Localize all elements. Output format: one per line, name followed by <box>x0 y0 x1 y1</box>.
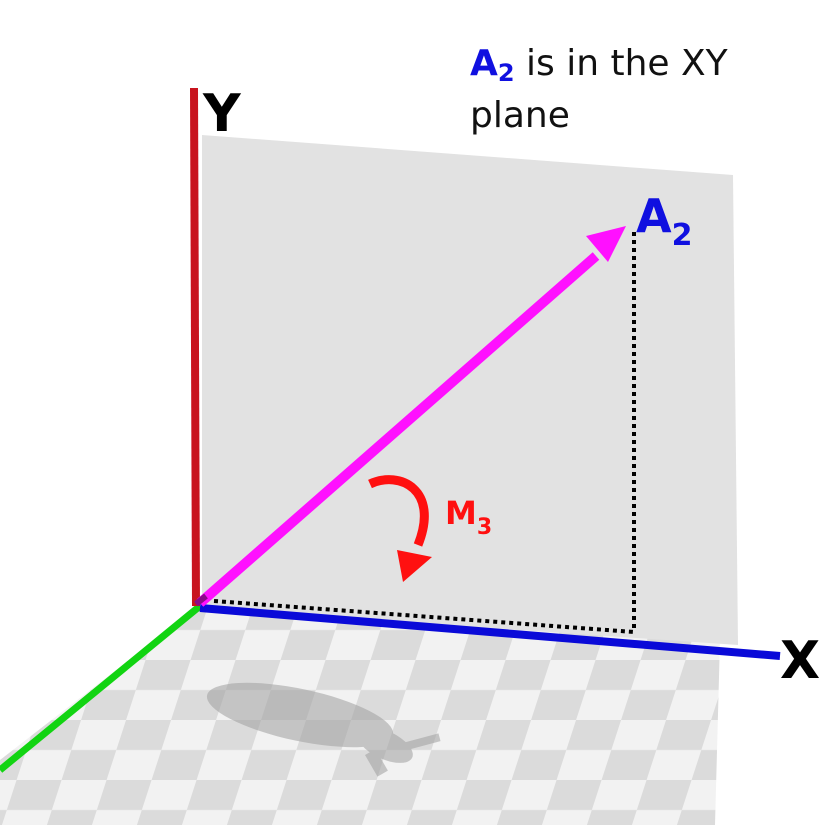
y-axis-label: Y <box>202 84 242 144</box>
caption-vector-symbol: A2 <box>470 43 515 87</box>
vector-a2-symbol: A <box>636 189 672 243</box>
caption-subscript: 2 <box>497 59 515 87</box>
vector-a2-shaft <box>196 252 600 607</box>
vector-a2-arrowhead <box>586 226 626 262</box>
y-axis <box>190 87 200 607</box>
x-axis <box>199 604 781 660</box>
moment-m3-arrowhead <box>397 550 432 582</box>
moment-m3-label: M3 <box>445 494 492 540</box>
vector-a2-subscript: 2 <box>672 218 693 253</box>
vector-a2-base <box>194 593 208 607</box>
moment-m3-arc <box>368 475 429 547</box>
x-axis-label: X <box>780 631 820 691</box>
floor-shadow <box>206 682 441 777</box>
caption-text: is in the XY plane <box>470 43 728 136</box>
vector-projection-horizontal <box>213 599 635 634</box>
caption-symbol: A <box>470 43 498 84</box>
caption: A2 is in the XY plane <box>470 38 790 142</box>
xy-plane <box>202 135 738 645</box>
vector-a2-label: A2 <box>636 189 692 253</box>
z-axis <box>0 603 203 773</box>
moment-m3-subscript: 3 <box>477 515 492 540</box>
moment-m3-symbol: M <box>445 494 477 532</box>
